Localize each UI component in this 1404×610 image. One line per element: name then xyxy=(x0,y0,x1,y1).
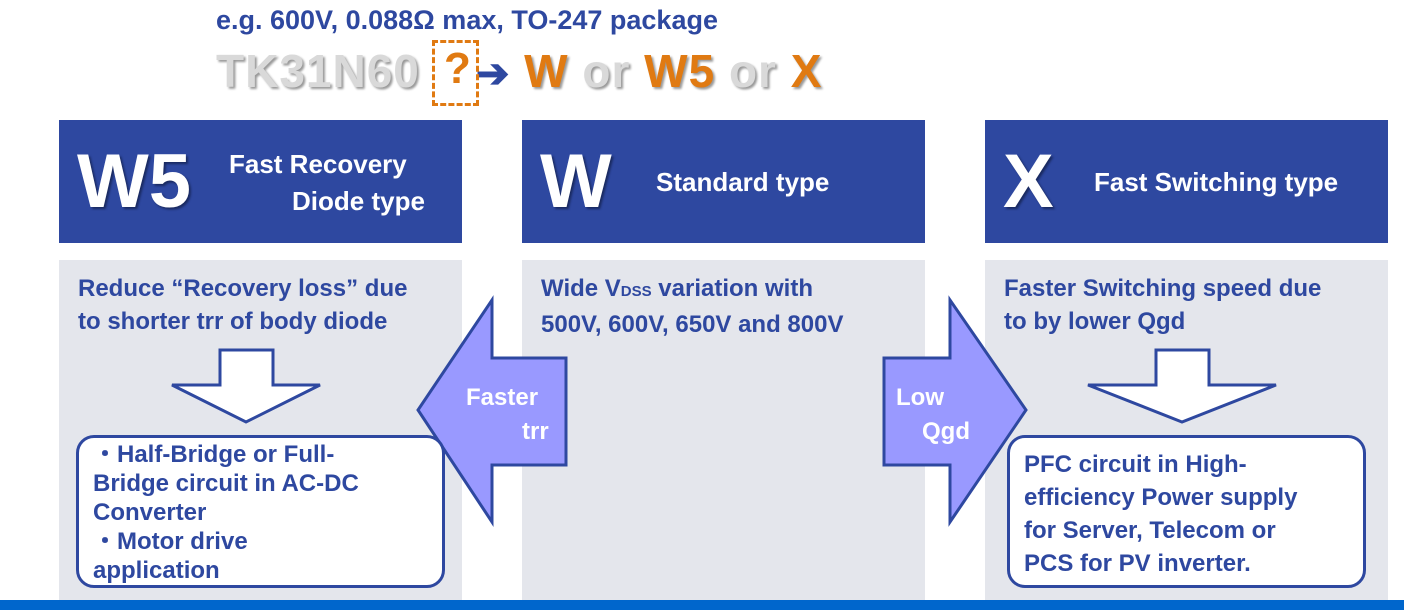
code-w: W xyxy=(540,139,612,224)
option-w5: W5 xyxy=(644,45,716,97)
application-list-w5: ・Half-Bridge or Full-Bridge circuit in A… xyxy=(93,441,359,584)
right-arrow-icon xyxy=(882,295,1028,527)
header-x: X Fast Switching type xyxy=(985,120,1388,243)
down-arrow-icon xyxy=(1087,348,1277,424)
title-line: Diode type xyxy=(292,186,425,216)
arrow-label-qgd: Qgd xyxy=(922,418,970,445)
right-arrow-icon: ➔ xyxy=(475,52,511,96)
code-x: X xyxy=(1003,139,1054,224)
suffix-question: ? xyxy=(444,44,471,93)
header-w: W Standard type xyxy=(522,120,925,243)
or-text: or xyxy=(728,45,777,97)
title-line: Standard type xyxy=(656,167,830,197)
left-arrow-icon xyxy=(416,295,568,527)
arrow-label-trr: trr xyxy=(522,418,549,445)
header-w5: W5 Fast Recovery Diode type xyxy=(59,120,462,243)
suffix-box xyxy=(432,40,479,106)
title-line: Fast Switching type xyxy=(1094,167,1339,197)
option-x: X xyxy=(790,45,823,97)
bottom-bar xyxy=(0,600,1404,610)
or-text: or xyxy=(582,45,631,97)
arrow-label-faster: Faster xyxy=(466,384,539,411)
code-w5: W5 xyxy=(77,139,191,224)
application-box-x xyxy=(1007,435,1366,588)
application-list-x: PFC circuit in High-efficiency Power sup… xyxy=(1024,451,1298,577)
option-w: W xyxy=(524,45,569,97)
application-box-w5 xyxy=(76,435,445,588)
down-arrow-icon xyxy=(171,348,321,424)
title-line: Fast Recovery xyxy=(229,149,407,179)
part-prefix: TK31N60 xyxy=(216,45,420,97)
example-spec: e.g. 600V, 0.088Ω max, TO-247 package xyxy=(216,5,718,35)
part-number-line: TK31N60 ➔ W or W5 or X xyxy=(216,44,822,98)
arrow-label-low: Low xyxy=(896,384,944,411)
